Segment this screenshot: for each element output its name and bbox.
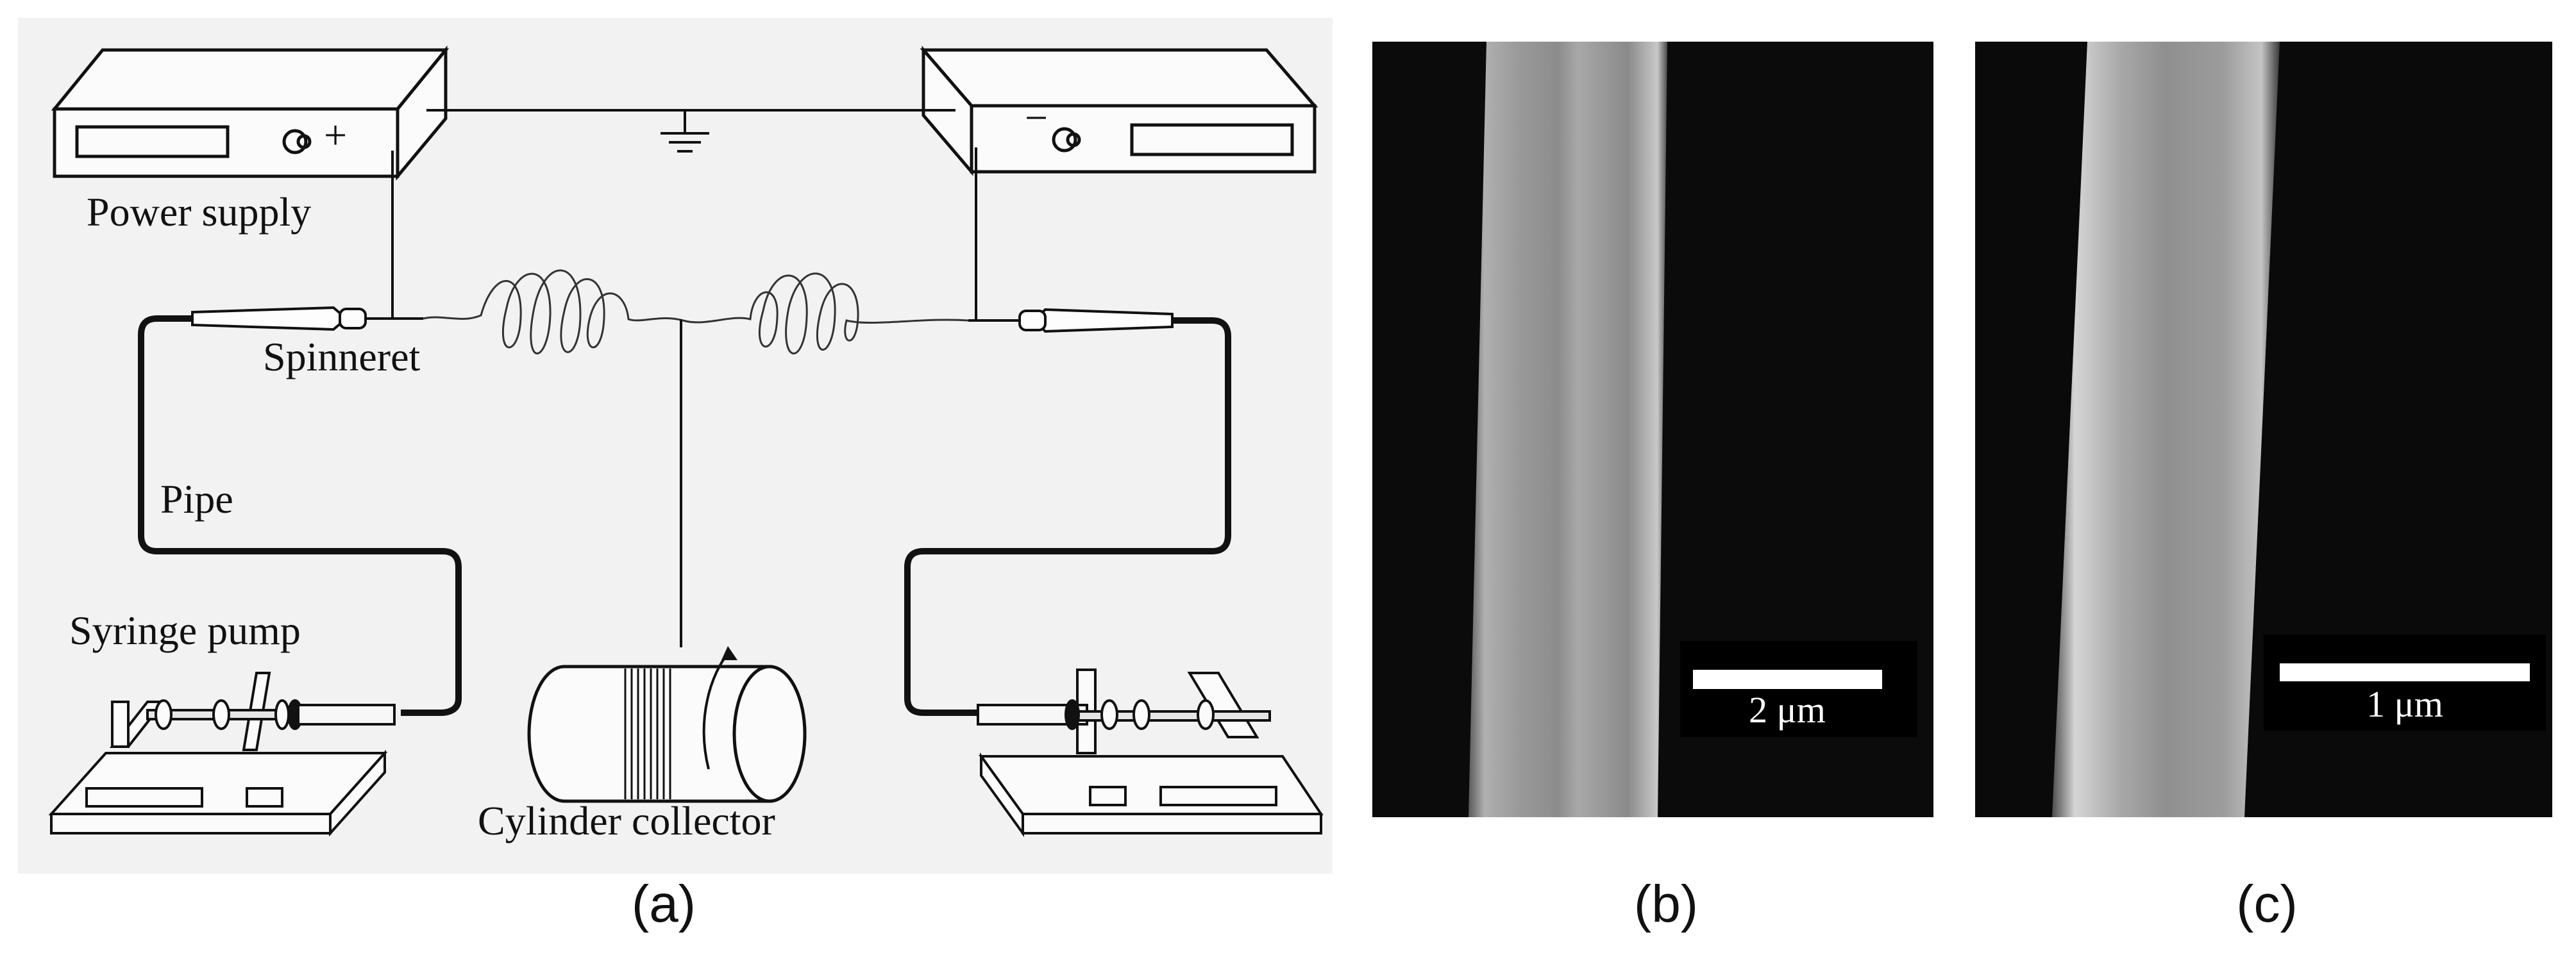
right-power-supply: [920, 46, 1318, 176]
panel-a-setup-diagram: + −: [18, 18, 1333, 874]
label-power-supply: Power supply: [87, 189, 311, 235]
electrospinning-jet-coils: [423, 269, 969, 354]
ground-wire: [426, 109, 955, 153]
scale-bar-c: [2280, 663, 2530, 681]
label-pipe: Pipe: [160, 476, 233, 522]
scale-bar-c-box: [2264, 635, 2546, 731]
positive-terminal-sign: +: [324, 112, 347, 158]
scale-bar-c-label: 1 μm: [2366, 683, 2443, 725]
label-spinneret: Spinneret: [263, 334, 421, 379]
left-pipe: [138, 315, 462, 716]
left-power-supply: [51, 45, 450, 181]
caption-panel-a: (a): [632, 875, 696, 933]
right-pipe: [904, 317, 1231, 716]
label-syringe-pump: Syringe pump: [69, 608, 301, 653]
label-cylinder-collector: Cylinder collector: [478, 798, 775, 843]
left-spinneret: [191, 306, 423, 331]
left-syringe-pump: [48, 672, 396, 837]
panel-b-sem-image: 2 μm: [1372, 42, 1933, 817]
panel-c-sem-image: 1 μm: [1975, 42, 2552, 817]
right-spinneret: [968, 308, 1174, 333]
caption-panel-c: (c): [2236, 875, 2298, 933]
sem-c-fiber: [2052, 42, 2280, 817]
scale-bar-b-label: 2 μm: [1749, 689, 1826, 731]
negative-terminal-sign: −: [1025, 95, 1048, 140]
right-syringe-pump: [977, 668, 1324, 838]
caption-panel-b: (b): [1634, 875, 1698, 933]
scale-bar-b: [1693, 670, 1882, 689]
cylinder-collector: [527, 646, 807, 803]
sem-b-fiber: [1469, 42, 1667, 817]
